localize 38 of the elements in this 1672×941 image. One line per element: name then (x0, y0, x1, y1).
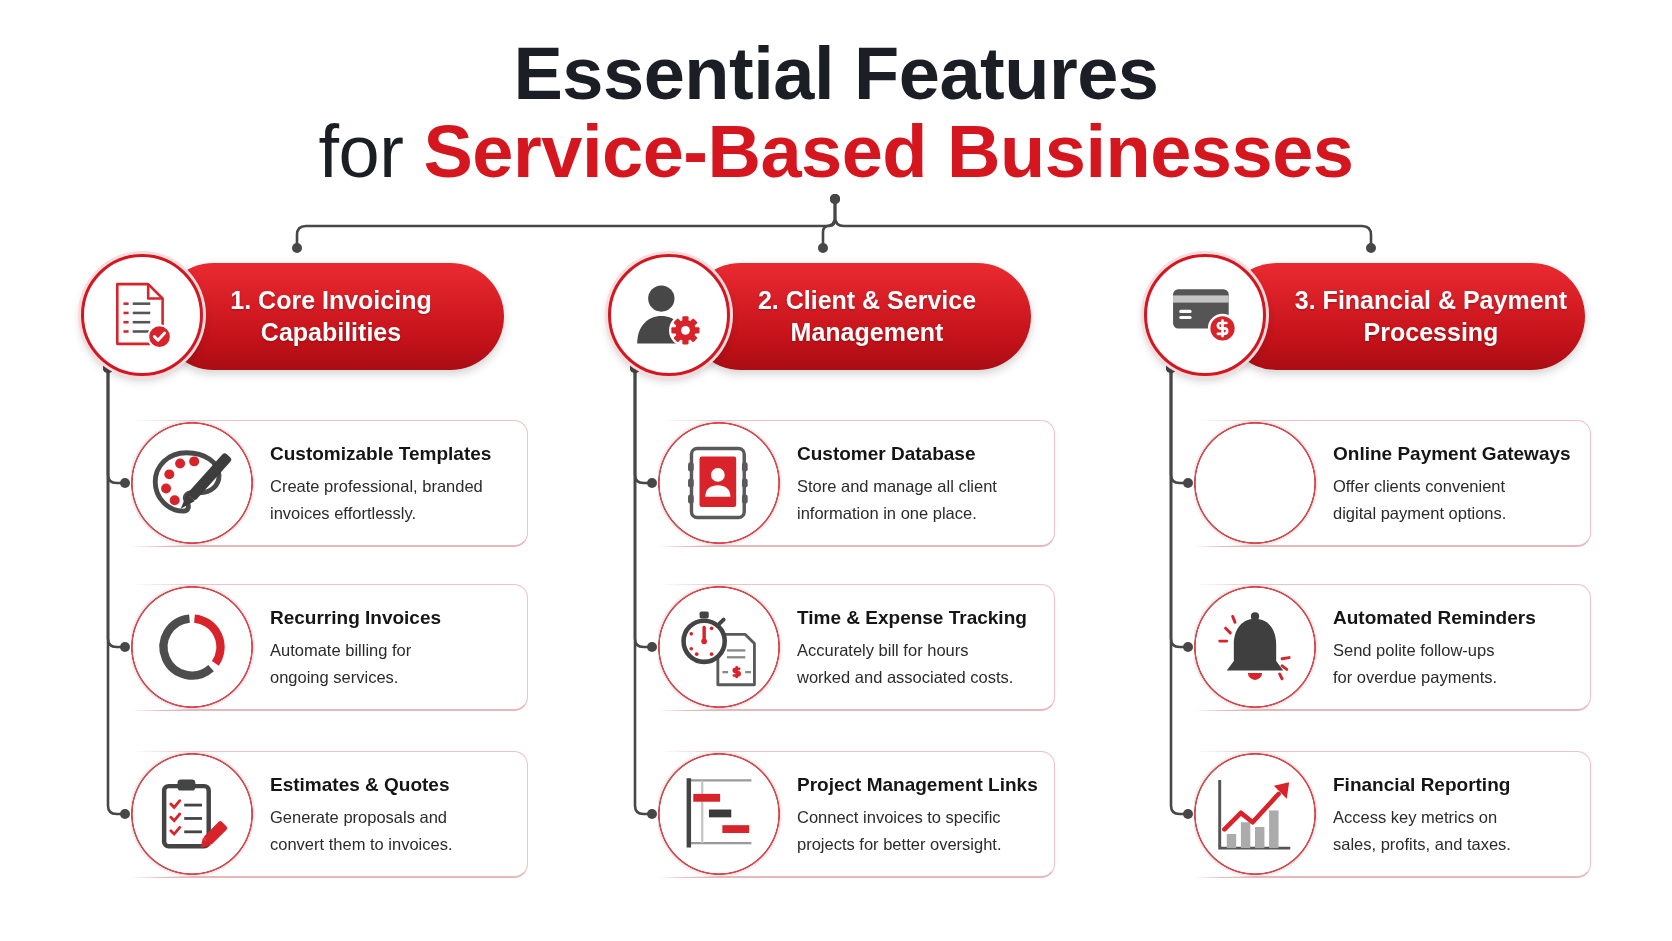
feature-title: Time & Expense Tracking (797, 606, 1028, 630)
feature-description: Accurately bill for hours worked and associated costs. (797, 640, 1015, 688)
category-title: 2. Client & Service Management (756, 285, 978, 348)
feature-card (131, 584, 528, 711)
feature-title: Automated Reminders (1333, 606, 1537, 630)
connector-line (1166, 363, 1193, 819)
feature-card (1194, 751, 1591, 878)
connector-line (830, 194, 1376, 253)
feature-card (1194, 584, 1591, 711)
feature-title: Online Payment Gateways (1333, 442, 1572, 466)
feature-description: Create professional, branded invoices effortlessly. (270, 476, 484, 524)
category-title: 3. Financial & Payment Processing (1293, 285, 1569, 348)
feature-description: Generate proposals and convert them to invoices. (270, 807, 454, 855)
feature-card (131, 420, 528, 547)
category-header (81, 254, 504, 376)
category-title: 1. Core Invoicing Capabilities (229, 285, 433, 348)
feature-description: Connect invoices to specific projects for better oversight. (797, 807, 1003, 855)
feature-card (658, 584, 1055, 711)
feature-card (131, 751, 528, 878)
feature-description: Offer clients convenient digital payment options. (1333, 476, 1508, 524)
feature-title: Estimates & Quotes (270, 773, 451, 797)
feature-title: Customizable Templates (270, 442, 493, 466)
category-header (1144, 254, 1585, 376)
category-header (608, 254, 1031, 376)
connector-line (103, 363, 130, 819)
feature-card (1194, 420, 1591, 547)
feature-card (658, 751, 1055, 878)
feature-description: Automate billing for ongoing services. (270, 640, 413, 688)
feature-description: Store and manage all client information in one place. (797, 476, 998, 524)
feature-title: Customer Database (797, 442, 977, 466)
connector-line (630, 363, 657, 819)
feature-description: Access key metrics on sales, profits, and taxes. (1333, 807, 1512, 855)
feature-title: Financial Reporting (1333, 773, 1512, 797)
feature-title: Recurring Invoices (270, 606, 443, 630)
feature-description: Send polite follow-ups for overdue payments. (1333, 640, 1499, 688)
feature-card (658, 420, 1055, 547)
feature-title: Project Management Links (797, 773, 1039, 797)
title: Essential Features for Service-Based Businesses (318, 35, 1354, 191)
